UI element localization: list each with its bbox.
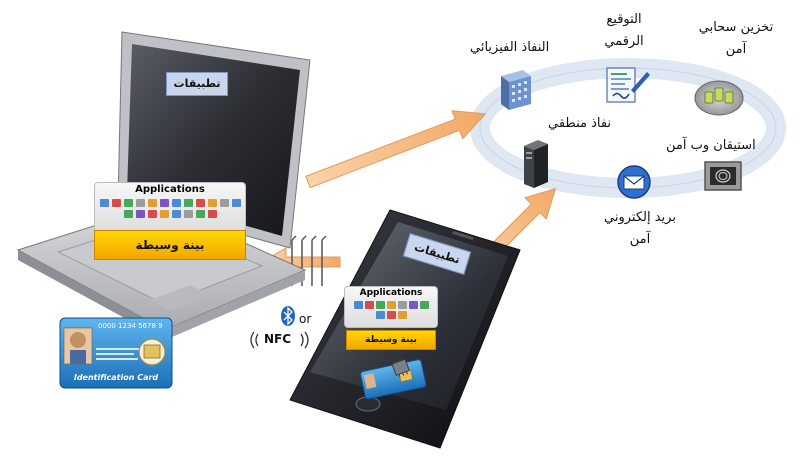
app-icon[interactable] [147, 199, 157, 207]
building-icon [501, 70, 531, 110]
laptop-touchpad [150, 285, 210, 311]
email-label-line1: بريد إلكتروني [604, 210, 676, 225]
app-icon[interactable] [183, 210, 193, 218]
web-auth-icon [704, 161, 742, 191]
app-icon[interactable] [147, 210, 157, 218]
app-icon[interactable] [159, 210, 169, 218]
app-icon[interactable] [123, 210, 133, 218]
app-icon[interactable] [364, 301, 374, 309]
id-card-photo-shirt [70, 350, 86, 364]
or-label: or [299, 312, 312, 326]
app-icon[interactable] [419, 301, 429, 309]
physical-access-label: النفاذ الفيزيائي [470, 40, 550, 55]
nfc-waves-icon [250, 331, 309, 349]
app-icon[interactable] [171, 210, 181, 218]
app-icon[interactable] [171, 199, 181, 207]
app-icon[interactable] [195, 199, 205, 207]
app-icon[interactable] [135, 199, 145, 207]
app-icon[interactable] [397, 301, 407, 309]
app-icon[interactable] [231, 199, 241, 207]
phone-speaker [452, 231, 474, 240]
laptop-app-icons [95, 197, 245, 220]
phone-app-icons [345, 299, 437, 321]
web-auth-label: استيقان وب آمن [666, 138, 756, 153]
email-label-line2: آمن [629, 232, 651, 247]
email-icon [617, 165, 651, 199]
logical-access-label: نفاذ منطقي [548, 116, 612, 131]
app-icon[interactable] [99, 199, 109, 207]
cloud-storage-label-line2: آمن [725, 42, 747, 57]
cloud-storage-icon [694, 80, 744, 116]
app-icon[interactable] [183, 199, 193, 207]
id-card-line-2 [96, 353, 134, 355]
app-icon[interactable] [195, 210, 205, 218]
app-icon[interactable] [219, 199, 229, 207]
app-icon[interactable] [207, 210, 217, 218]
phone-applications-title: Applications [359, 288, 423, 298]
id-card-line-1 [96, 348, 140, 350]
id-card [59, 317, 173, 389]
app-icon[interactable] [375, 301, 385, 309]
digital-signature-label-line2: الرقمي [604, 34, 644, 49]
app-icon[interactable] [386, 301, 396, 309]
id-card-chip-icon [143, 344, 161, 359]
laptop-apps-label: تطبيقات [166, 72, 228, 96]
id-card-number: 0000 1234 5678 9 [98, 322, 163, 330]
laptop-applications-panel: Applications [94, 182, 246, 232]
app-icon[interactable] [408, 301, 418, 309]
app-icon[interactable] [135, 210, 145, 218]
signature-icon [606, 67, 650, 103]
id-card-photo-face [70, 332, 86, 348]
phone-chip-icon [391, 357, 410, 378]
id-card-title: Identification Card [73, 373, 159, 382]
app-icon[interactable] [111, 199, 121, 207]
app-icon[interactable] [207, 199, 217, 207]
phone-applications-panel: Applications [344, 286, 438, 328]
bluetooth-icon [281, 306, 295, 326]
cloud-storage-label-line1: تخزين سحابي [698, 20, 774, 35]
phone-middleware-bar: بينة وسيطة [346, 330, 436, 350]
digital-signature-label-line1: التوقيع [606, 12, 642, 27]
app-icon[interactable] [397, 311, 407, 319]
laptop-middleware-bar: بينة وسيطة [94, 230, 246, 260]
laptop-base-edge-right [165, 270, 305, 340]
server-icon [524, 140, 548, 188]
nfc-label: NFC [264, 332, 292, 346]
app-icon[interactable] [123, 199, 133, 207]
arrow-laptop-to-services [305, 110, 487, 189]
id-card-line-3 [96, 358, 138, 360]
app-icon[interactable] [386, 311, 396, 319]
app-icon[interactable] [353, 301, 363, 309]
app-icon[interactable] [375, 311, 385, 319]
app-icon[interactable] [159, 199, 169, 207]
laptop-applications-title: Applications [135, 184, 205, 195]
